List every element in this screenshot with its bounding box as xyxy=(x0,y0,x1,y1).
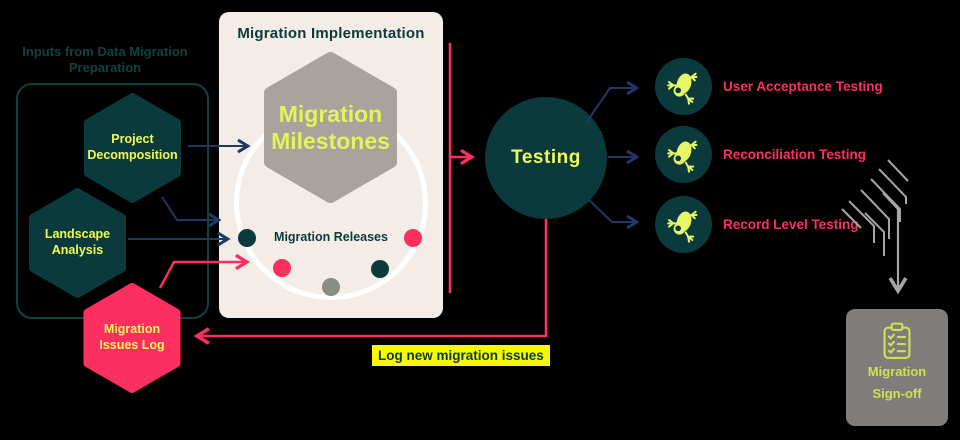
reconciliation-icon-circle xyxy=(655,126,712,183)
release-dot xyxy=(238,229,256,247)
node-migration-issues-log: Migration Issues Log xyxy=(82,283,182,393)
clipboard-checklist-icon xyxy=(883,322,911,359)
frog-icon xyxy=(666,72,697,105)
hexagon-shape xyxy=(83,93,182,203)
label-record-level-testing: Record Level Testing xyxy=(723,217,859,232)
release-dot xyxy=(371,260,389,278)
hexagon-shape xyxy=(83,283,181,393)
release-dot xyxy=(404,229,422,247)
node-label-line2: Sign-off xyxy=(872,386,922,402)
node-label-line1: Migration xyxy=(867,364,927,379)
node-landscape-analysis: Landscape Analysis xyxy=(28,188,127,298)
node-label: Landscape Analysis xyxy=(44,227,111,257)
panel-title: Migration Implementation xyxy=(237,25,425,42)
node-label: Testing xyxy=(511,147,581,168)
migration-releases-label: Migration Releases xyxy=(274,230,388,244)
label-reconciliation-testing: Reconciliation Testing xyxy=(723,147,867,162)
left-group-title: Inputs from Data Migration Preparation xyxy=(22,44,188,75)
node-testing: Testing xyxy=(485,97,607,219)
frog-icon xyxy=(666,210,697,243)
label-user-acceptance-testing: User Acceptance Testing xyxy=(723,79,883,94)
node-label: Project Decomposition xyxy=(87,132,178,162)
node-migration-milestones: Migration Milestones xyxy=(263,52,398,203)
node-migration-sign-off: Migration Sign-off xyxy=(846,309,948,426)
uat-icon-circle xyxy=(655,58,712,115)
node-label: Migration Issues Log xyxy=(99,322,165,352)
frog-icon xyxy=(666,140,697,173)
log-new-migration-issues-label: Log new migration issues xyxy=(372,345,550,366)
hexagon-shape xyxy=(264,52,397,203)
hexagon-shape xyxy=(28,188,127,298)
node-label: Migration Milestones xyxy=(271,101,390,154)
release-dot xyxy=(273,259,291,277)
release-dot xyxy=(322,278,340,296)
record-level-icon-circle xyxy=(655,196,712,253)
node-project-decomposition: Project Decomposition xyxy=(83,93,182,203)
